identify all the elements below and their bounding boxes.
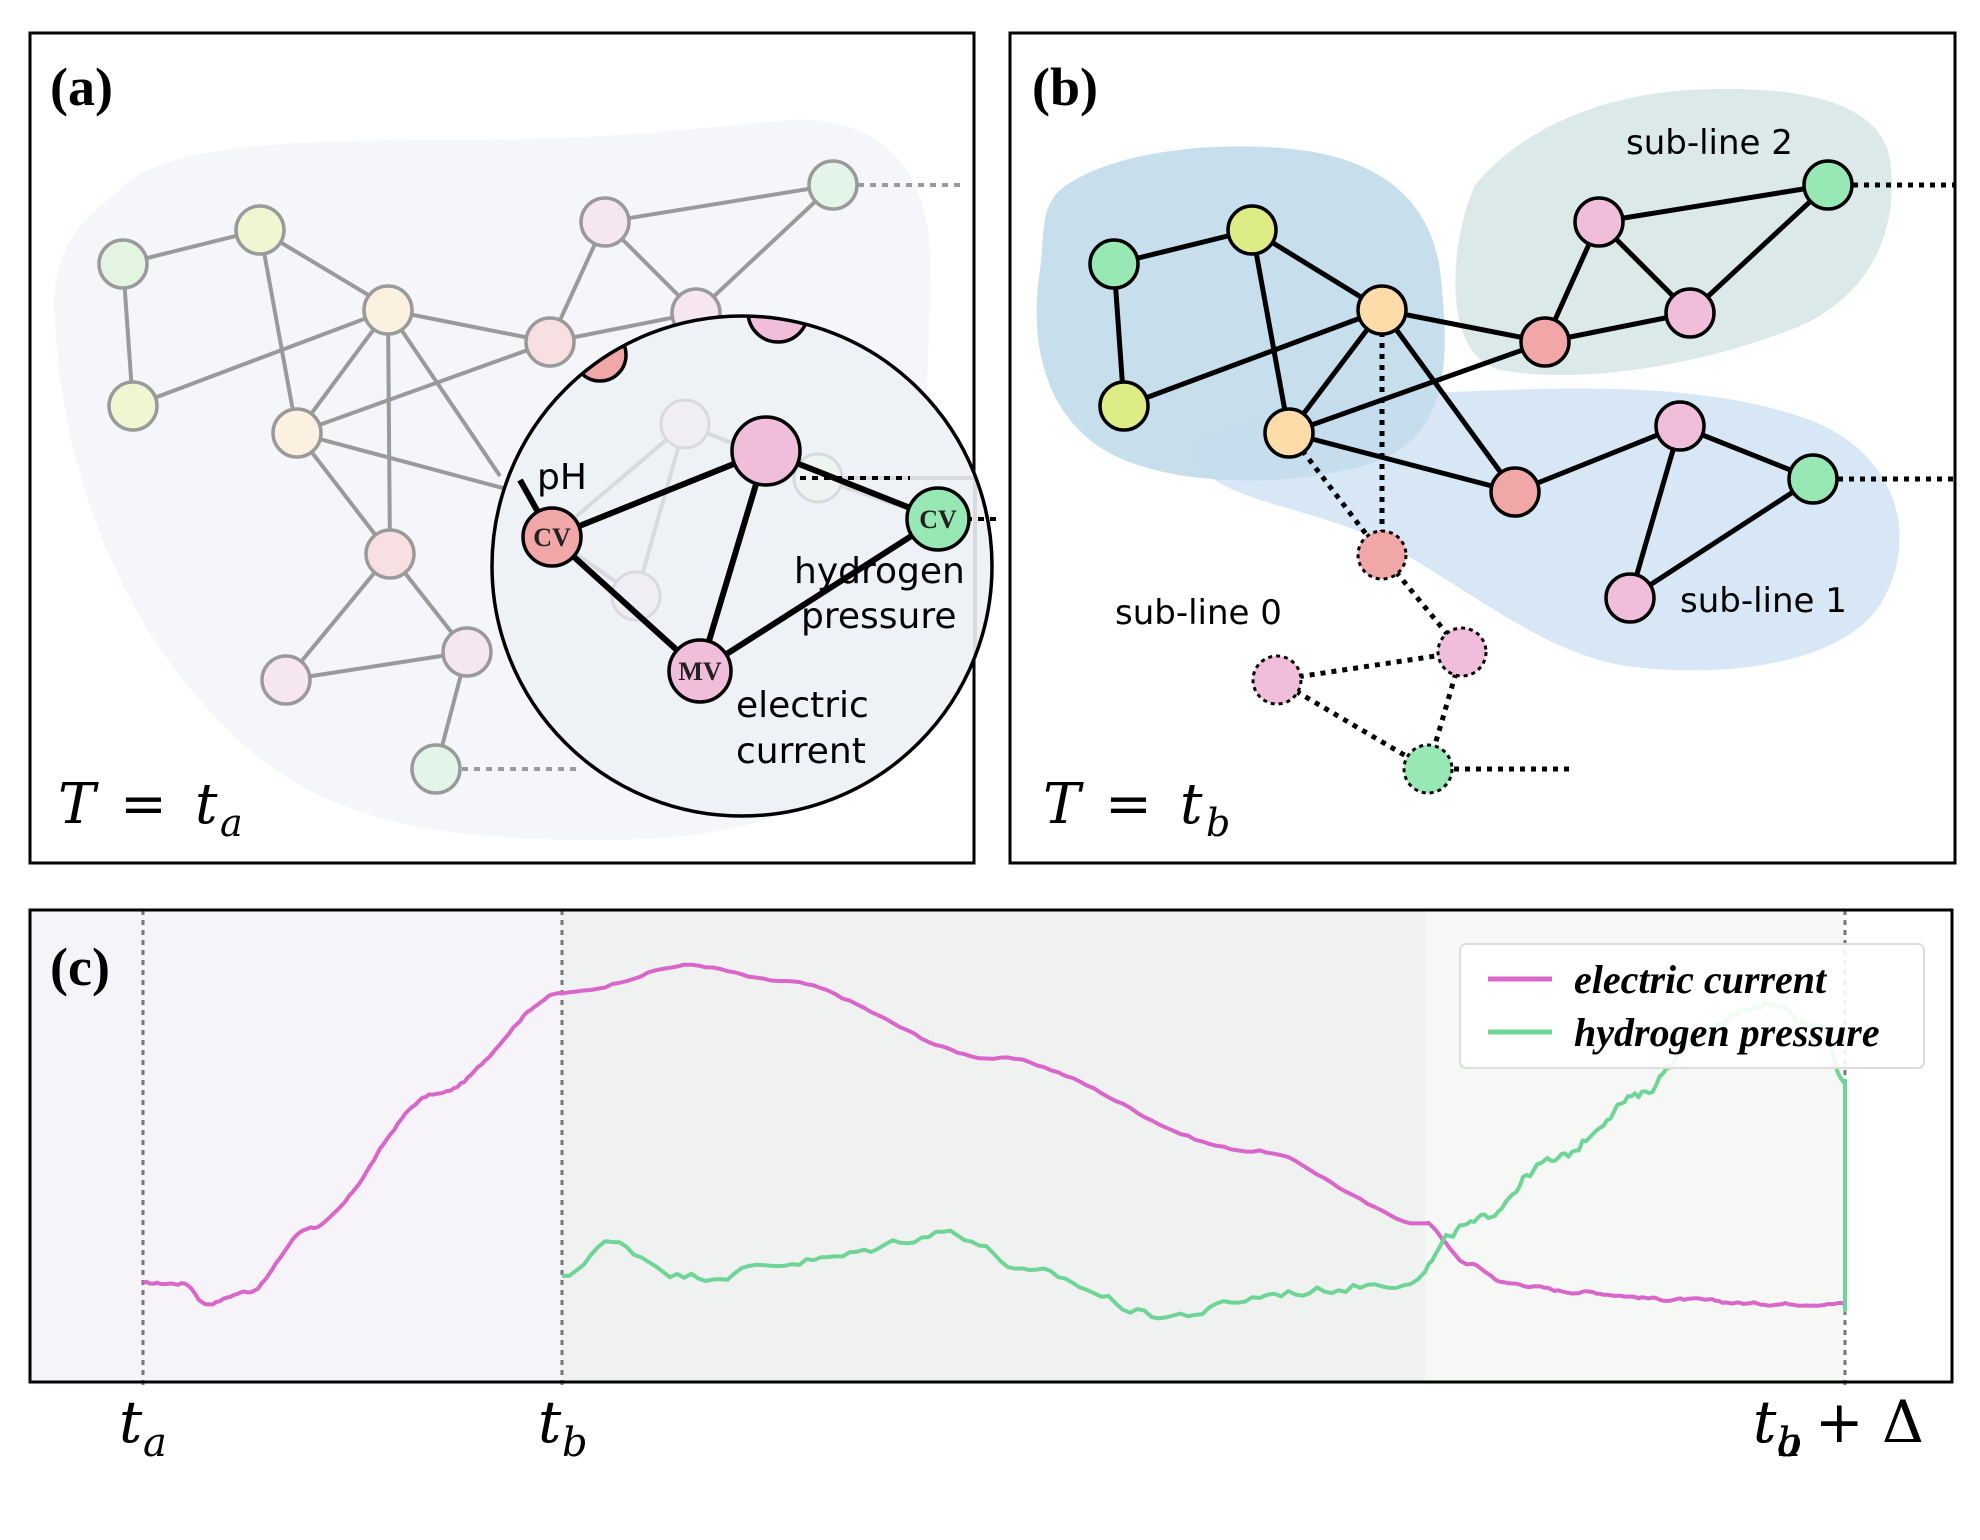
node (97, 238, 149, 290)
panel-b-label: (b) (1032, 57, 1098, 117)
node (1356, 529, 1408, 581)
node (1251, 654, 1303, 706)
label-hydrogen-2: pressure (801, 596, 957, 637)
x-tick-sub: a (1777, 1420, 1801, 1466)
svg-text:a: a (220, 801, 243, 845)
x-tick-sub: a (143, 1420, 167, 1466)
panel-b-dotted-nodes (1251, 529, 1488, 795)
panel-a: CV CV MV pH hydrogen pressure electric c… (28, 31, 996, 865)
zoom-lens: CV CV MV pH hydrogen pressure electric c… (490, 314, 996, 818)
panel-a-label: (a) (50, 57, 113, 117)
node-ph-cv (521, 506, 583, 568)
panel-b-nodes (1088, 159, 1854, 624)
svg-text:=: = (120, 772, 167, 837)
svg-text:b: b (1206, 801, 1230, 845)
svg-text:t: t (195, 772, 218, 837)
chart-regions (30, 910, 1845, 1382)
x-tick-var: t (119, 1388, 143, 1456)
node-hydrogen-cv-label: CV (919, 505, 957, 534)
node (260, 654, 312, 706)
label-electric-2: current (736, 731, 866, 772)
sub-line-1-label: sub-line 1 (1680, 581, 1847, 621)
node (524, 316, 576, 368)
node (107, 380, 159, 432)
x-tick-var: t (1753, 1388, 1777, 1456)
node (234, 204, 286, 256)
node (364, 528, 416, 580)
svg-text:=: = (1105, 772, 1152, 837)
node (1263, 407, 1315, 459)
x-tick-var: t (538, 1388, 562, 1456)
legend-label-hydrogen-pressure: hydrogen pressure (1574, 1010, 1880, 1055)
node (1519, 316, 1571, 368)
node (1802, 159, 1854, 211)
label-hydrogen-1: hydrogen (794, 551, 965, 592)
x-tick-sub: b (562, 1420, 588, 1466)
node (1654, 400, 1706, 452)
label-electric-1: electric (736, 685, 869, 726)
region-shade-a (30, 910, 562, 1382)
chart-legend: electric current hydrogen pressure (1459, 943, 1925, 1069)
panel-c-label: (c) (50, 937, 110, 997)
node-top-pink (730, 415, 802, 487)
node (1402, 743, 1454, 795)
node-electric-mv (667, 638, 733, 704)
node-electric-mv-label: MV (678, 657, 722, 686)
node (410, 743, 462, 795)
node (1664, 287, 1716, 339)
node (271, 407, 323, 459)
sub-line-0-label: sub-line 0 (1115, 593, 1282, 633)
node (1226, 204, 1278, 256)
series-line-electric-current (142, 962, 1846, 1308)
node (1088, 238, 1140, 290)
node-ph-cv-label: CV (533, 523, 571, 552)
node (1489, 466, 1541, 518)
series-line-hydrogen-pressure (561, 1000, 1847, 1321)
x-tick-sub: b (1777, 1420, 1803, 1466)
x-tick-var: t (1753, 1388, 1777, 1456)
svg-text:T: T (58, 772, 99, 837)
legend-label-electric-current: electric current (1574, 957, 1828, 1002)
panel-b-time: T = t b (1043, 772, 1230, 845)
node (1604, 572, 1656, 624)
region-shade-ab (562, 910, 1425, 1382)
legend-box (1459, 943, 1925, 1069)
x-tick-suffix: + Δ (1815, 1388, 1924, 1456)
node (579, 196, 631, 248)
node (441, 626, 493, 678)
label-ph: pH (537, 457, 587, 498)
node (1436, 626, 1488, 678)
node (1356, 284, 1408, 336)
node (1787, 453, 1839, 505)
panel-a-time: T = t a (58, 772, 243, 845)
panel-c-frame (28, 908, 1954, 1384)
node (807, 159, 859, 211)
svg-text:T: T (1043, 772, 1084, 837)
node-hydrogen-cv (905, 486, 971, 552)
svg-text:t: t (1180, 772, 1203, 837)
x-tick-suffix: + Δ (1815, 1388, 1924, 1456)
node (362, 284, 414, 336)
sub-line-2-label: sub-line 2 (1626, 123, 1793, 163)
panel-b: sub-line 2 sub-line 1 sub-line 0 (b) T =… (1008, 31, 1957, 865)
node (1573, 196, 1625, 248)
node (1098, 380, 1150, 432)
chart-series (142, 962, 1847, 1321)
